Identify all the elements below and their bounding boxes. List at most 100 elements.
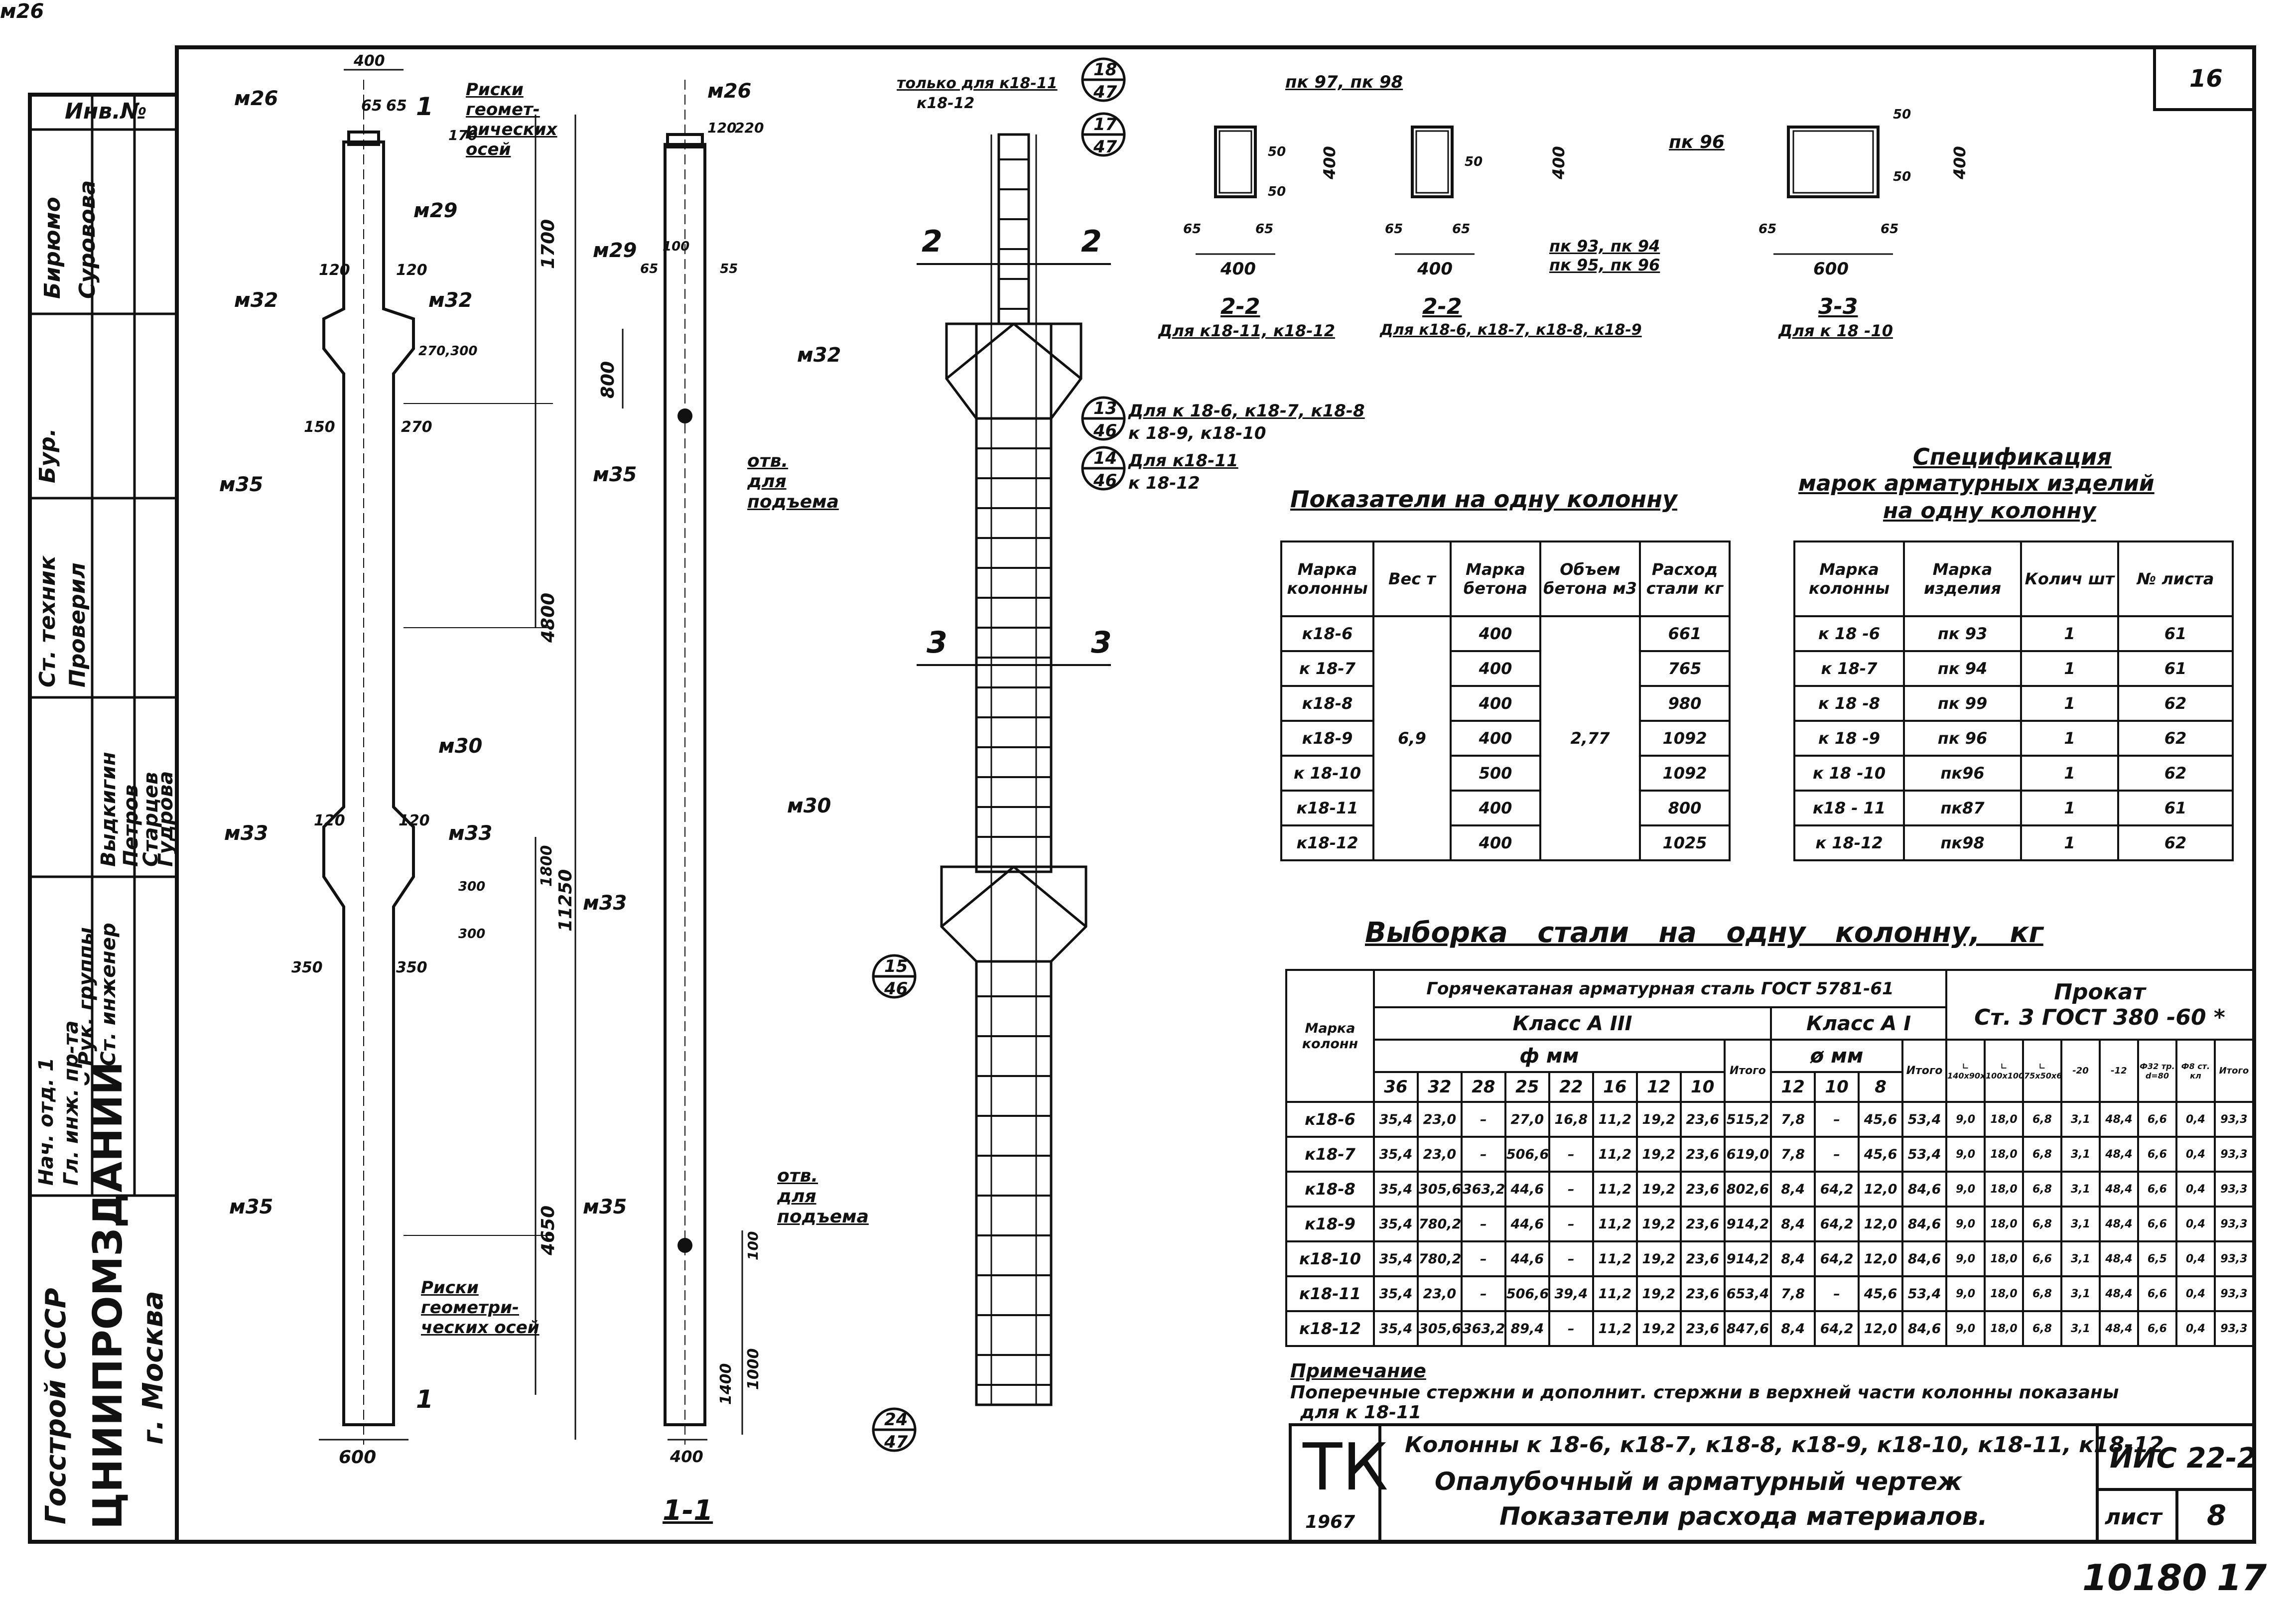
v1-dim-600: 600 bbox=[339, 1447, 377, 1468]
steel-cell: 53,4 bbox=[1901, 1101, 1948, 1138]
steel-cell: 48,4 bbox=[2098, 1206, 2139, 1242]
v1-mark-m26-label: м26 bbox=[234, 87, 278, 110]
spec-cell: пк87 bbox=[1903, 790, 2022, 826]
steel-cell: 6,6 bbox=[2137, 1206, 2177, 1242]
spec-cell: пк98 bbox=[1903, 824, 2022, 861]
steel-cell: 6,6 bbox=[2137, 1101, 2177, 1138]
steel-cell: 7,8 bbox=[1770, 1101, 1816, 1138]
steel-cell: 35,4 bbox=[1372, 1171, 1419, 1208]
spec-cell: к 18-7 bbox=[1793, 650, 1905, 687]
steel-cell: 18,0 bbox=[1984, 1310, 2025, 1347]
steel-cell: 48,4 bbox=[2098, 1101, 2139, 1138]
ind-row-mark: к18-11 bbox=[1280, 790, 1374, 826]
v1-dim-300a: 300 bbox=[458, 879, 486, 894]
steel-h-dia: 32 bbox=[1416, 1071, 1463, 1103]
sec1-dim-65b: 65 bbox=[1255, 222, 1274, 237]
spec-cell: пк 93 bbox=[1903, 615, 2022, 652]
ind-row-mark: к18-6 bbox=[1280, 615, 1374, 652]
v2-mark-m30: м30 bbox=[787, 795, 831, 817]
steel-cell: 19,2 bbox=[1635, 1240, 1682, 1277]
v3-note-14b: к 18-12 bbox=[1128, 473, 1200, 493]
v1-cut-1-top: 1 bbox=[416, 92, 433, 121]
steel-cell: 780,2 bbox=[1416, 1206, 1463, 1242]
steel-cell: – bbox=[1548, 1310, 1594, 1347]
steel-cell: 53,4 bbox=[1901, 1275, 1948, 1312]
steel-cell: 305,6 bbox=[1416, 1310, 1463, 1347]
steel-h-dia: 16 bbox=[1592, 1071, 1638, 1103]
org-ministry: Госстрой СССР bbox=[40, 1288, 72, 1524]
left-strip-frame bbox=[28, 93, 179, 1544]
stamp-sheet-number: 8 bbox=[2207, 1499, 2226, 1532]
steel-row-mark: к18-7 bbox=[1285, 1136, 1375, 1173]
steel-cell: 780,2 bbox=[1416, 1240, 1463, 1277]
v2-dim-1400: 1400 bbox=[717, 1363, 735, 1405]
steel-cell: 23,0 bbox=[1416, 1101, 1463, 1138]
steel-h-dia: 8 bbox=[1858, 1071, 1904, 1103]
v1-mark-m32-left: м32 bbox=[234, 289, 278, 312]
steel-cell: – bbox=[1548, 1206, 1594, 1242]
steel-table: Марка колонн Горячекатаная арматурная ст… bbox=[1285, 969, 2255, 1347]
spec-title-2: марок арматурных изделий bbox=[1798, 471, 2155, 496]
v1-dim-11250: 11250 bbox=[555, 869, 576, 932]
steel-h-dia: 22 bbox=[1548, 1071, 1594, 1103]
steel-cell: 3,1 bbox=[2060, 1240, 2101, 1277]
spec-cell: к 18 -9 bbox=[1793, 720, 1905, 757]
spec-cell: 62 bbox=[2117, 755, 2234, 792]
v2-dim-55: 55 bbox=[720, 262, 738, 276]
steel-cell: 35,4 bbox=[1372, 1136, 1419, 1173]
steel-cell: 23,6 bbox=[1679, 1310, 1726, 1347]
steel-cell: 89,4 bbox=[1504, 1310, 1550, 1347]
callout-circles bbox=[872, 57, 1126, 1452]
sec2-dim-400: 400 bbox=[1417, 259, 1453, 279]
spec-title-1: Спецификация bbox=[1913, 443, 2112, 470]
steel-cell: 7,8 bbox=[1770, 1275, 1816, 1312]
sec3-dim-65a: 65 bbox=[1758, 222, 1777, 237]
steel-cell: 914,2 bbox=[1723, 1206, 1772, 1242]
sec3-dim-400v: 400 bbox=[1950, 146, 1969, 179]
steel-cell: 18,0 bbox=[1984, 1275, 2025, 1312]
steel-cell: 64,2 bbox=[1814, 1310, 1860, 1347]
v1-dim-150: 150 bbox=[304, 418, 335, 436]
bottom-number: 10180 bbox=[2082, 1557, 2207, 1599]
spec-title-3: на одну колонну bbox=[1883, 498, 2096, 524]
steel-cell: – bbox=[1548, 1136, 1594, 1173]
steel-cell: – bbox=[1460, 1136, 1506, 1173]
steel-cell: 84,6 bbox=[1901, 1171, 1948, 1208]
v3-callout-13: 13 bbox=[1093, 399, 1117, 418]
sections-view bbox=[1196, 126, 1893, 255]
steel-cell: 9,0 bbox=[1945, 1136, 1986, 1173]
steel-cell: 93,3 bbox=[2213, 1136, 2255, 1173]
v2-dim-120: 120 bbox=[707, 120, 737, 136]
steel-cell: 18,0 bbox=[1984, 1171, 2025, 1208]
steel-cell: 619,0 bbox=[1723, 1136, 1772, 1173]
steel-cell: 16,8 bbox=[1548, 1101, 1594, 1138]
v1-mark-m29: м29 bbox=[413, 199, 458, 222]
steel-cell: 64,2 bbox=[1814, 1206, 1860, 1242]
spec-cell: к 18 -8 bbox=[1793, 685, 1905, 722]
steel-h-dia: 10 bbox=[1679, 1071, 1726, 1103]
steel-cell: 18,0 bbox=[1984, 1136, 2025, 1173]
spec-cell: 62 bbox=[2117, 685, 2234, 722]
sec3-for: Для к 18 -10 bbox=[1778, 321, 1893, 340]
sec3-marks: пк 96 bbox=[1669, 132, 1725, 152]
steel-cell: 8,4 bbox=[1770, 1240, 1816, 1277]
sec2-dim-65b: 65 bbox=[1452, 222, 1471, 237]
steel-cell: 93,3 bbox=[2213, 1275, 2255, 1312]
spec-cell: к 18-12 bbox=[1793, 824, 1905, 861]
steel-h-rolled-col: ∟ 140x90x10 bbox=[1945, 1039, 1986, 1103]
steel-cell: 19,2 bbox=[1635, 1171, 1682, 1208]
sec1-label: 2-2 bbox=[1220, 294, 1260, 319]
v2-dim-400: 400 bbox=[670, 1447, 703, 1466]
v1-mark-m30: м30 bbox=[438, 735, 483, 758]
v2-hole-note-2: отв. для подъема bbox=[777, 1166, 869, 1227]
steel-cell: 9,0 bbox=[1945, 1275, 1986, 1312]
steel-cell: 9,0 bbox=[1945, 1240, 1986, 1277]
v1-dim-65a: 65 bbox=[361, 97, 382, 115]
sec2-dim-400v: 400 bbox=[1549, 146, 1568, 179]
steel-cell: 23,6 bbox=[1679, 1101, 1726, 1138]
steel-cell: 12,0 bbox=[1858, 1206, 1904, 1242]
steel-h-rolled-col: ∟ 75x50x6 bbox=[2022, 1039, 2062, 1103]
steel-row-mark: к18-6 bbox=[1285, 1101, 1375, 1138]
